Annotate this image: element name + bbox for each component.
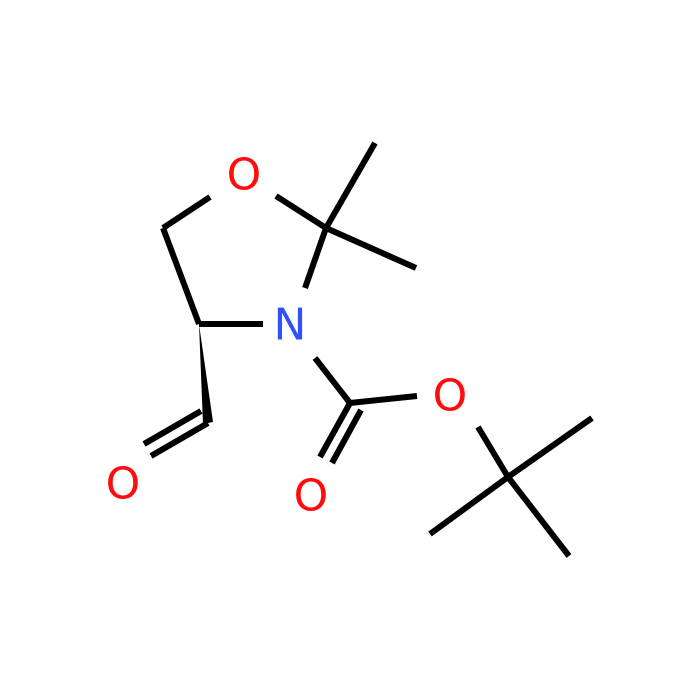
- bond-ch2-c4: [160, 226, 202, 326]
- carbonyl-oxygen-label: O: [294, 471, 329, 522]
- ring-nitrogen-label: N: [274, 300, 307, 351]
- bond-ring-o-ch2: [161, 194, 212, 231]
- bond-c2-methyl-upper: [323, 141, 378, 230]
- bond-c2-ring-o: [274, 193, 328, 231]
- bond-n-carbonyl-c: [312, 356, 353, 405]
- bond-ester-o-tbu-c: [475, 425, 511, 479]
- bond-cho-double-b: [142, 408, 203, 447]
- bond-carbonyl-double-a: [317, 401, 353, 459]
- aldehyde-oxygen-label: O: [106, 459, 141, 510]
- bond-tbu-methyl-left: [428, 474, 510, 537]
- ring-oxygen-label: O: [227, 150, 262, 201]
- ester-oxygen-label: O: [433, 371, 468, 422]
- bond-cho-double-a: [149, 420, 210, 459]
- bond-c4-cho-wedge: [199, 324, 213, 424]
- bond-c2-methyl-lower: [324, 225, 418, 271]
- bond-tbu-methyl-right: [506, 415, 594, 480]
- bond-tbu-methyl-down: [505, 475, 572, 558]
- bond-n-c2: [302, 227, 329, 289]
- bond-carbonyl-c-ester-o: [349, 393, 418, 406]
- bond-carbonyl-double-b: [329, 408, 364, 465]
